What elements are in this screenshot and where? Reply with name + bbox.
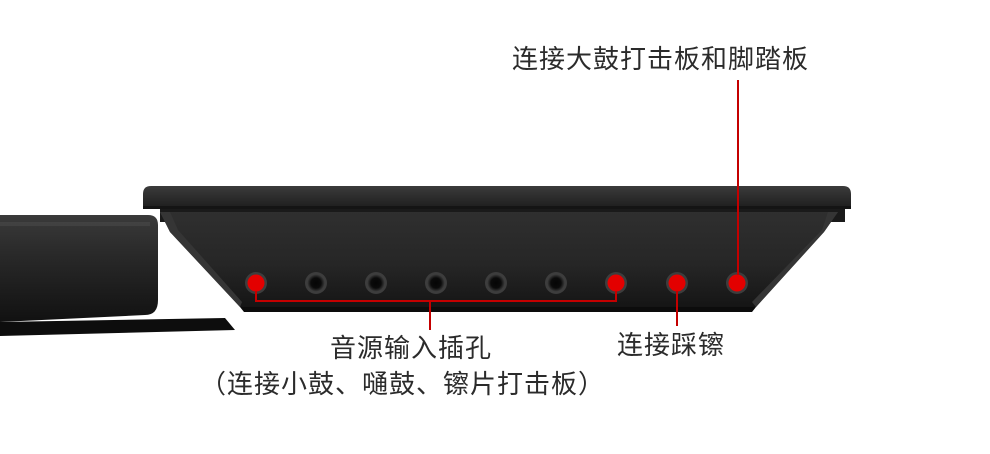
jack-3 [365, 272, 387, 294]
audio-input-bracket [255, 291, 617, 302]
audio-input-label: 音源输入插孔 [330, 334, 493, 364]
jack-9 [726, 272, 748, 294]
leader-lines [255, 80, 739, 330]
audio-input-detail-label: （连接小鼓、嗵鼓、镲片打击板） [200, 370, 606, 400]
kick-pedal-label: 连接大鼓打击板和脚踏板 [512, 45, 810, 75]
jack-4 [425, 272, 447, 294]
jack-6 [545, 272, 567, 294]
stand-arm [0, 215, 235, 336]
jack-row [245, 272, 748, 294]
jack-7 [605, 272, 627, 294]
jack-8 [666, 272, 688, 294]
jack-5 [485, 272, 507, 294]
jack-2 [305, 272, 327, 294]
hihat-label: 连接踩镲 [617, 331, 726, 361]
jack-1 [245, 272, 267, 294]
